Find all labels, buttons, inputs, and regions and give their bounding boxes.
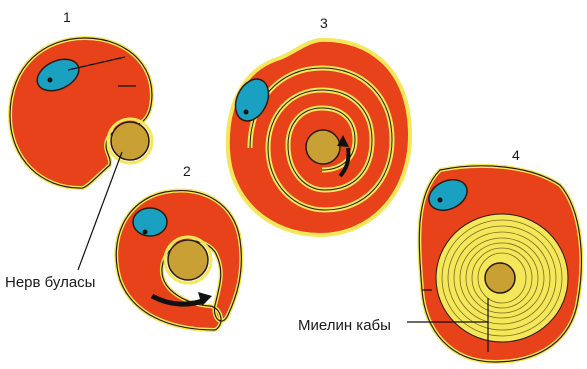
- axon-1: [111, 122, 149, 160]
- stage-4: 4: [419, 147, 581, 362]
- stage-3: 3: [228, 15, 410, 235]
- axon-4: [485, 263, 515, 293]
- schwann-cell-1: [10, 38, 152, 188]
- axon-2: [168, 240, 208, 280]
- stage-number-3: 3: [320, 15, 328, 31]
- stage-number-2: 2: [183, 163, 191, 179]
- stage-number-1: 1: [63, 9, 71, 25]
- nucleus-2: [133, 208, 167, 236]
- axon-3: [306, 130, 340, 164]
- nerve-fiber-label: Нерв буласы: [5, 274, 95, 291]
- stage-number-4: 4: [512, 147, 520, 163]
- stage-2: 2: [116, 163, 241, 330]
- stage-1: 1: [10, 9, 152, 188]
- myelin-sheath-label: Миелин кабы: [298, 317, 391, 334]
